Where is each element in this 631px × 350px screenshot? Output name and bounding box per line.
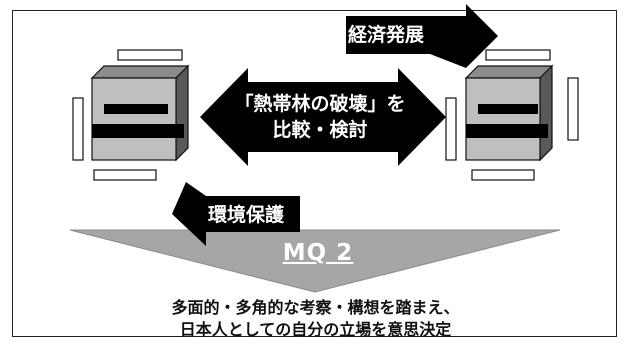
right-top-panel (485, 49, 551, 61)
environmental-protection-arrow (172, 182, 300, 246)
right-side-panel-left (445, 97, 457, 161)
left-top-panel (117, 49, 183, 61)
right-cube-side (539, 64, 553, 162)
center-text-line2: 比較・検討 (272, 119, 368, 141)
left-side-panel (72, 97, 84, 161)
left-cube-side (175, 64, 189, 162)
economic-development-arrow-tip (430, 54, 466, 68)
left-cube-top (90, 65, 190, 79)
left-bottom-panel (93, 169, 157, 181)
left-cube-band (92, 124, 184, 138)
double-arrow (200, 68, 446, 166)
right-cube-top (464, 65, 554, 79)
left-cube-slot (104, 104, 168, 114)
economic-development-arrow (346, 4, 498, 68)
environmental-protection-label: 環境保護 (208, 204, 285, 226)
right-bottom-panel (471, 169, 535, 181)
left-cube-front (91, 77, 177, 161)
right-cube-front (465, 77, 541, 161)
conclusion-line2: 日本人としての自分の立場を意思決定 (179, 320, 452, 339)
right-cube-band (466, 124, 548, 138)
mq-label: MQ 2 (282, 240, 354, 266)
right-cube-group (445, 49, 579, 181)
right-cube-slot (478, 104, 538, 114)
conclusion-line1: 多面的・多角的な考察・構想を踏まえ、 (171, 298, 460, 317)
economic-development-label: 経済発展 (348, 24, 425, 46)
center-text-line1: 「熱帯林の破壊」を (234, 93, 406, 115)
right-side-panel-right (567, 77, 579, 141)
left-cube-group (72, 49, 190, 181)
funnel-triangle (69, 229, 561, 293)
